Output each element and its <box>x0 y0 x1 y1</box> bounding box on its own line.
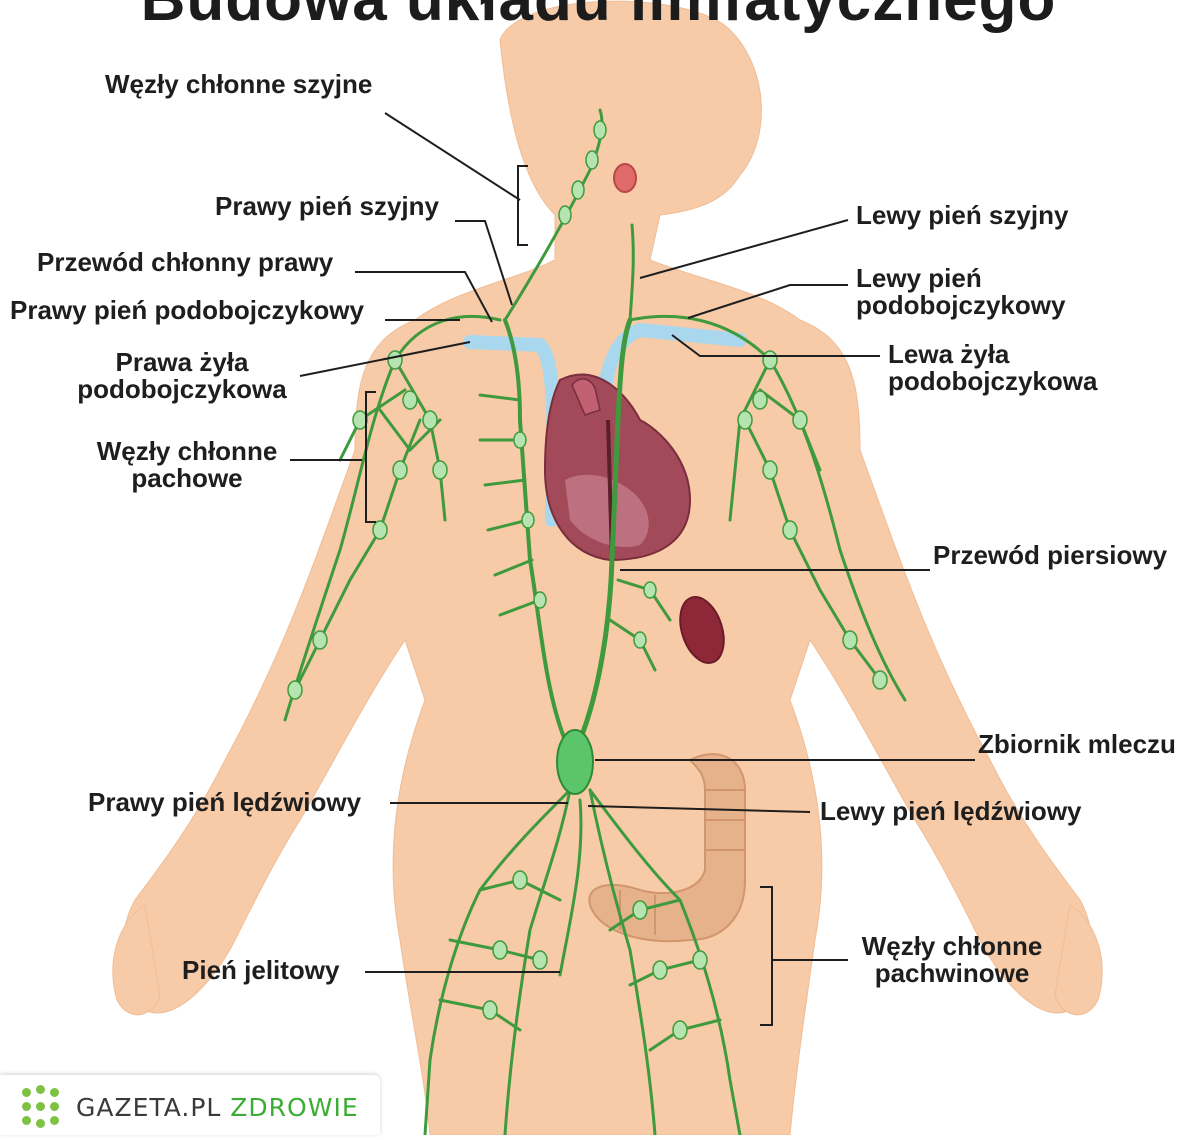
label-right-jugular-trunk: Prawy pień szyjny <box>215 193 439 220</box>
label-left-subclavian-trunk: Lewy pień podobojczykowy <box>856 265 1065 319</box>
node <box>288 681 302 699</box>
thyroid <box>614 164 636 192</box>
label-left-lumbar-trunk: Lewy pień lędźwiowy <box>820 798 1082 825</box>
label-cervical-nodes: Węzły chłonne szyjne <box>105 71 372 98</box>
label-left-subclavian-vein: Lewa żyła podobojczykowa <box>888 341 1097 395</box>
label-right-lymphatic-duct: Przewód chłonny prawy <box>37 249 333 276</box>
node <box>673 1021 687 1039</box>
label-thoracic-duct: Przewód piersiowy <box>933 542 1167 569</box>
node <box>693 951 707 969</box>
label-axillary-nodes: Węzły chłonne pachowe <box>88 438 286 492</box>
cisterna-chyli <box>557 730 593 794</box>
node <box>559 206 571 224</box>
node <box>633 901 647 919</box>
label-left-jugular-trunk: Lewy pień szyjny <box>856 202 1068 229</box>
node <box>353 411 367 429</box>
node <box>433 461 447 479</box>
node <box>393 461 407 479</box>
node <box>403 391 417 409</box>
node <box>653 961 667 979</box>
node <box>644 582 656 598</box>
node <box>514 432 526 448</box>
node <box>634 632 646 648</box>
node <box>534 592 546 608</box>
node <box>594 121 606 139</box>
node <box>423 411 437 429</box>
node <box>793 411 807 429</box>
dots-grid-icon <box>22 1085 62 1129</box>
label-right-subclavian-vein: Prawa żyła podobojczykowa <box>66 349 298 403</box>
node <box>533 951 547 969</box>
node <box>572 181 584 199</box>
label-line: Lewa żyła <box>888 341 1097 368</box>
node <box>522 512 534 528</box>
node <box>738 411 752 429</box>
label-line: Lewy pień <box>856 265 1065 292</box>
node <box>763 351 777 369</box>
label-right-lumbar-trunk: Prawy pień lędźwiowy <box>88 789 361 816</box>
gazeta-logo[interactable]: GAZETA.PL ZDROWIE <box>0 1075 380 1135</box>
label-line: pachwinowe <box>852 960 1052 987</box>
label-line: podobojczykowa <box>888 368 1097 395</box>
label-line: podobojczykowa <box>66 376 298 403</box>
node <box>483 1001 497 1019</box>
node <box>513 871 527 889</box>
label-line: podobojczykowy <box>856 292 1065 319</box>
node <box>783 521 797 539</box>
node <box>493 941 507 959</box>
label-intestinal-trunk: Pień jelitowy <box>182 957 340 984</box>
node <box>373 521 387 539</box>
label-inguinal-nodes: Węzły chłonne pachwinowe <box>852 933 1052 987</box>
node <box>763 461 777 479</box>
node <box>586 151 598 169</box>
page-title: Budowa układu limfatycznego <box>0 0 1197 35</box>
label-line: Węzły chłonne <box>88 438 286 465</box>
label-line: Węzły chłonne <box>852 933 1052 960</box>
node <box>388 351 402 369</box>
label-right-subclavian-trunk: Prawy pień podobojczykowy <box>10 297 364 324</box>
node <box>873 671 887 689</box>
node <box>753 391 767 409</box>
label-line: Prawa żyła <box>66 349 298 376</box>
logo-text: GAZETA.PL ZDROWIE <box>76 1093 359 1122</box>
logo-section: ZDROWIE <box>230 1093 358 1122</box>
label-line: pachowe <box>88 465 286 492</box>
label-cisterna-chyli: Zbiornik mleczu <box>978 731 1176 758</box>
node <box>313 631 327 649</box>
logo-brand: GAZETA.PL <box>76 1093 221 1122</box>
node <box>843 631 857 649</box>
